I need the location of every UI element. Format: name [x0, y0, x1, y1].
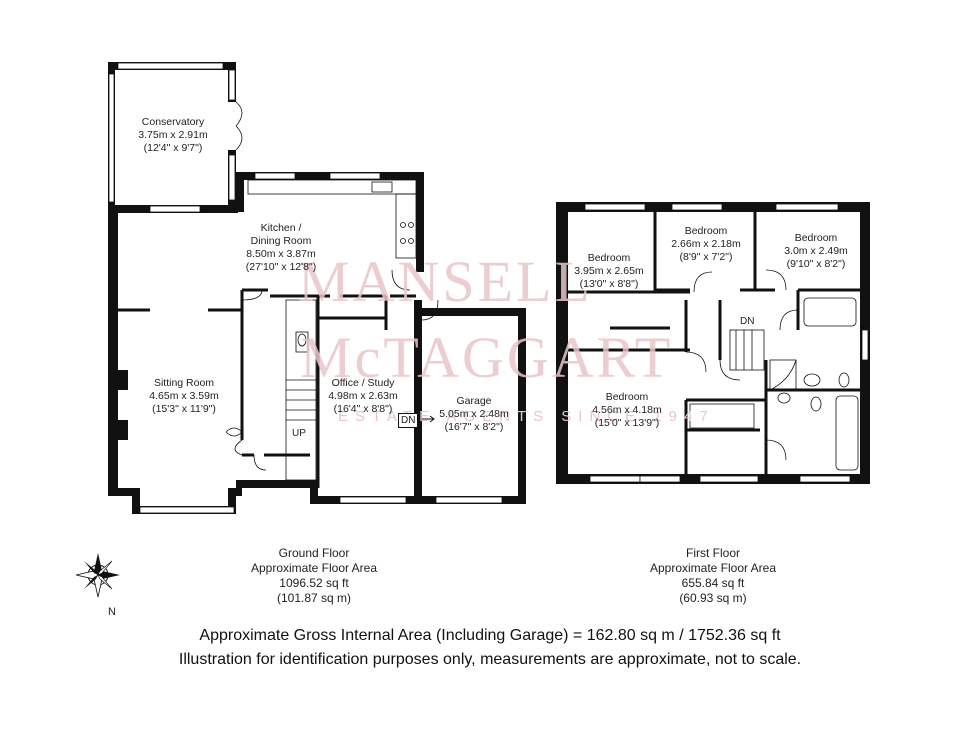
ground-floor-plan — [108, 62, 526, 514]
ground-details — [225, 179, 439, 481]
watermark-line2: McTAGGART — [300, 325, 674, 390]
conservatory-walls — [108, 62, 243, 212]
watermark-line3: ESTATE AGENTS SINCE 1947 — [338, 408, 715, 425]
ground-interior-walls — [118, 288, 416, 488]
first-details — [685, 269, 859, 471]
compass-icon — [75, 553, 120, 598]
stairs-down-label-ground: DN — [398, 413, 419, 428]
ground-floor-area-label: Ground Floor Approximate Floor Area 1096… — [250, 546, 378, 605]
stairs-up-label: UP — [292, 428, 306, 439]
dn-arrow-icon — [420, 415, 435, 423]
disclaimer-text: Illustration for identification purposes… — [178, 651, 802, 668]
first-windows — [584, 203, 869, 483]
compass-north-label: N — [108, 606, 116, 618]
gross-area-statement: Approximate Gross Internal Area (Includi… — [199, 627, 781, 644]
ground-windows — [139, 172, 503, 514]
first-floor-plan — [556, 202, 870, 484]
stairs-down-label-first: DN — [740, 316, 755, 327]
first-floor-area-label: First Floor Approximate Floor Area 655.8… — [649, 546, 777, 605]
watermark-line1: MANSELL — [298, 249, 593, 314]
